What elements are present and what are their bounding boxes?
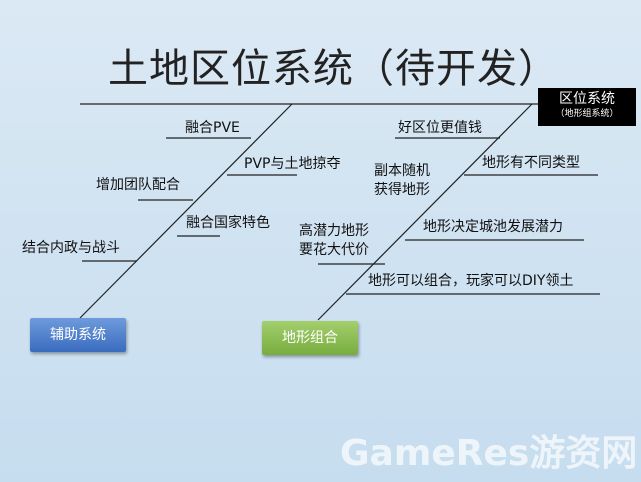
cause-right-3: 地形有不同类型: [482, 155, 580, 171]
cause-left-5: 结合内政与战斗: [22, 240, 120, 256]
cause-right-1: 好区位更值钱: [398, 120, 482, 136]
cause-right-6: 地形可以组合，玩家可以DIY领土: [368, 273, 574, 289]
cause-right-4b: 要花大代价: [299, 242, 369, 258]
cause-right-2a: 副本随机: [374, 163, 430, 179]
cause-right-4a: 高潜力地形: [299, 223, 369, 239]
bone-right: [317, 103, 533, 321]
category-box-left: 辅助系统: [30, 318, 126, 352]
category-box-right: 地形组合: [262, 321, 358, 355]
page-title: 土地区位系统（待开发）: [108, 46, 559, 92]
cause-left-1: 融合PVE: [185, 120, 240, 136]
head-sublabel: （地形组系统）: [555, 109, 619, 119]
watermark: GameRes游资网: [340, 433, 638, 474]
cause-left-4: 融合国家特色: [186, 215, 270, 231]
cause-left-3: 增加团队配合: [96, 177, 180, 193]
head-box: 区位系统 （地形组系统）: [538, 88, 636, 126]
head-label: 区位系统: [559, 91, 615, 107]
cause-right-5: 地形决定城池发展潜力: [423, 219, 563, 235]
cause-left-2: PVP与土地掠夺: [244, 156, 341, 172]
bone-left: [79, 103, 293, 319]
cause-right-2b: 获得地形: [374, 182, 430, 198]
